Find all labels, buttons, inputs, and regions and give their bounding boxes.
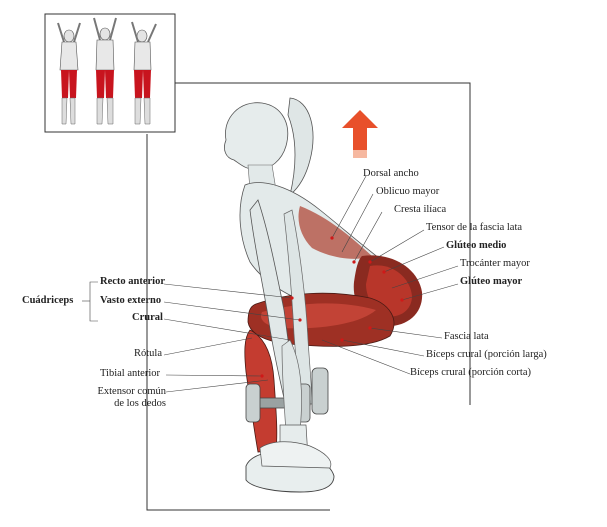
cuadriceps-bracket	[82, 281, 98, 322]
label-oblicuo-mayor: Oblicuo mayor	[376, 186, 440, 197]
label-gluteo-medio: Glúteo medio	[446, 240, 507, 251]
label-cuadriceps: Cuádriceps	[22, 295, 74, 306]
label-trocanter-mayor: Trocánter mayor	[460, 258, 530, 269]
label-vasto-externo: Vasto externo	[100, 295, 162, 306]
squat-figure	[224, 97, 423, 493]
thumbnail-figure-front	[93, 17, 117, 125]
thumbnail-figure-side	[131, 21, 157, 125]
label-tibial-anterior: Tibial anterior	[100, 368, 160, 379]
label-cresta-iliaca: Cresta ilíaca	[394, 204, 447, 215]
label-fascia-lata: Fascia lata	[444, 331, 489, 342]
label-recto-anterior: Recto anterior	[100, 276, 166, 287]
label-rotula: Rótula	[134, 348, 162, 359]
up-arrow-icon	[342, 110, 378, 158]
label-biceps-crural-larga: Bíceps crural (porción larga)	[426, 349, 547, 360]
label-tensor-fascia-lata: Tensor de la fascia lata	[426, 222, 523, 233]
marker-dots	[260, 236, 404, 378]
label-biceps-crural-corta: Bíceps crural (porción corta)	[410, 367, 531, 378]
frame	[146, 82, 471, 511]
leader-lines-right	[321, 175, 459, 375]
thumbnail-figure-back	[57, 22, 81, 125]
thumbnail-box	[44, 13, 176, 133]
label-extensor-comun: Extensor común de los dedos	[97, 386, 166, 409]
label-dorsal-ancho: Dorsal ancho	[363, 168, 419, 179]
label-gluteo-mayor: Glúteo mayor	[460, 276, 523, 287]
label-crural: Crural	[132, 312, 163, 323]
leader-lines-left	[163, 283, 301, 393]
